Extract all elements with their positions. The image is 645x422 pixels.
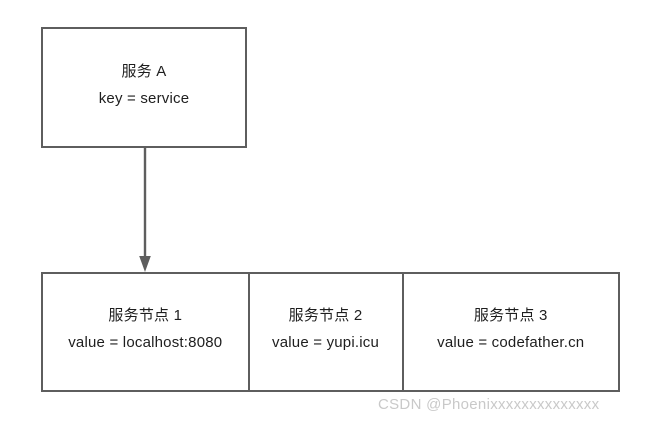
service-node-2-title: 服务节点 2 xyxy=(288,307,363,324)
service-node-1-value: value = localhost:8080 xyxy=(68,334,223,351)
service-a-title: 服务 A xyxy=(121,62,167,80)
service-node-2-value: value = yupi.icu xyxy=(272,334,380,351)
service-node-3-title: 服务节点 3 xyxy=(473,307,548,324)
service-a-node: 服务 A key = service xyxy=(41,27,247,148)
service-a-text-block: 服务 A key = service xyxy=(99,61,190,109)
service-node-1-title: 服务节点 1 xyxy=(108,307,183,324)
service-node-row: 服务节点 1 value = localhost:8080 服务节点 2 val… xyxy=(41,272,620,392)
service-node-1-text-block: 服务节点 1 value = localhost:8080 xyxy=(68,305,222,353)
down-arrow-icon xyxy=(139,146,151,272)
service-node-3-value: value = codefather.cn xyxy=(437,334,585,351)
service-node-2-text-block: 服务节点 2 value = yupi.icu xyxy=(272,305,379,353)
csdn-watermark: CSDN @Phoenixxxxxxxxxxxxxx xyxy=(378,396,600,413)
service-node-1: 服务节点 1 value = localhost:8080 xyxy=(43,274,248,390)
service-node-3-text-block: 服务节点 3 value = codefather.cn xyxy=(437,305,584,353)
service-a-key: key = service xyxy=(98,89,190,107)
service-node-3: 服务节点 3 value = codefather.cn xyxy=(401,274,618,390)
service-node-2: 服务节点 2 value = yupi.icu xyxy=(247,274,402,390)
